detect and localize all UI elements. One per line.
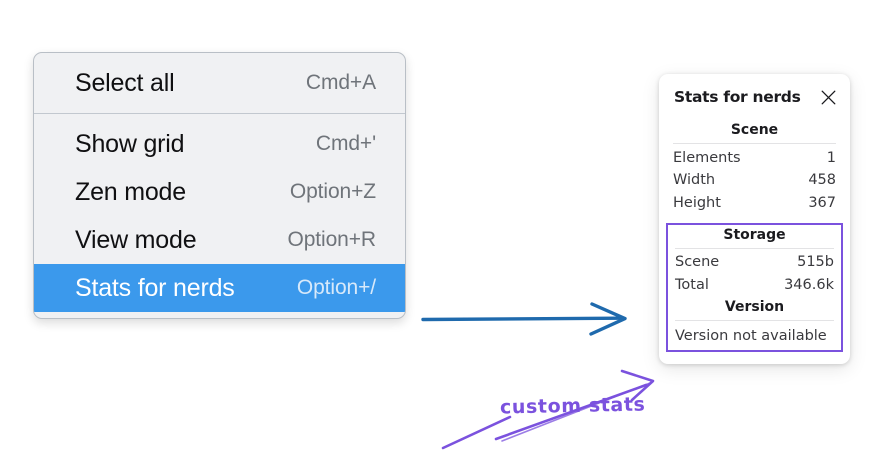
handwriting-annotation-label: custom stats <box>499 393 646 419</box>
menu-item-show-grid[interactable]: Show grid Cmd+' <box>34 120 405 168</box>
custom-stats-highlight-box: Storage Scene 515b Total 346.6k Version … <box>666 222 843 353</box>
menu-item-label: Zen mode <box>75 177 186 206</box>
menu-item-zen-mode[interactable]: Zen mode Option+Z <box>34 168 405 216</box>
menu-item-label: Select all <box>75 68 175 97</box>
menu-item-shortcut: Option+Z <box>289 180 376 203</box>
storage-heading: Storage <box>723 226 786 243</box>
stat-key: Height <box>673 194 721 211</box>
storage-section: Storage Scene 515b Total 346.6k <box>675 225 834 297</box>
close-icon[interactable] <box>820 89 837 106</box>
stat-row-storage-total: Total 346.6k <box>675 275 834 298</box>
menu-item-view-mode[interactable]: View mode Option+R <box>34 216 405 264</box>
version-divider <box>675 320 834 322</box>
menu-group-2: Show grid Cmd+' Zen mode Option+Z View m… <box>34 113 405 318</box>
stats-for-nerds-panel: Stats for nerds Scene Elements 1 Width 4… <box>659 74 850 365</box>
version-value: Version not available <box>675 328 827 345</box>
stats-panel-title: Stats for nerds <box>674 88 801 106</box>
menu-item-shortcut: Cmd+' <box>315 132 376 155</box>
menu-item-shortcut: Option+R <box>287 228 376 251</box>
stat-key: Scene <box>675 254 720 271</box>
storage-divider <box>675 247 834 249</box>
blue-arrow-icon <box>421 302 627 336</box>
menu-group-1: Select all Cmd+A <box>34 53 405 113</box>
version-section: Version Version not available <box>675 297 834 345</box>
stat-key: Width <box>673 172 716 189</box>
stat-value: 458 <box>808 172 836 189</box>
menu-item-label: Stats for nerds <box>75 273 235 302</box>
stat-value: 515b <box>797 254 834 271</box>
stat-key: Total <box>675 277 709 294</box>
menu-item-label: Show grid <box>75 129 185 158</box>
stat-value: 367 <box>808 194 836 211</box>
stat-key: Elements <box>673 149 741 166</box>
stat-row-elements: Elements 1 <box>673 147 836 170</box>
scene-heading: Scene <box>730 122 779 138</box>
stat-row-storage-scene: Scene 515b <box>675 252 834 275</box>
menu-item-stats-for-nerds[interactable]: Stats for nerds Option+/ <box>34 264 405 312</box>
scene-divider <box>673 143 836 144</box>
version-heading: Version <box>724 299 785 316</box>
stats-panel-header: Stats for nerds <box>659 88 850 106</box>
stat-row-width: Width 458 <box>673 170 836 193</box>
menu-item-select-all[interactable]: Select all Cmd+A <box>34 59 405 107</box>
scene-section: Scene Elements 1 Width 458 Height 367 <box>659 120 850 215</box>
context-menu[interactable]: Select all Cmd+A Show grid Cmd+' Zen mod… <box>33 52 406 319</box>
stat-value: 346.6k <box>784 277 834 294</box>
menu-item-label: View mode <box>75 225 197 254</box>
menu-item-shortcut: Option+/ <box>296 276 376 299</box>
stat-value: 1 <box>826 149 836 166</box>
purple-arrow-icon <box>441 369 655 450</box>
stat-row-height: Height 367 <box>673 192 836 215</box>
menu-item-shortcut: Cmd+A <box>305 71 376 94</box>
